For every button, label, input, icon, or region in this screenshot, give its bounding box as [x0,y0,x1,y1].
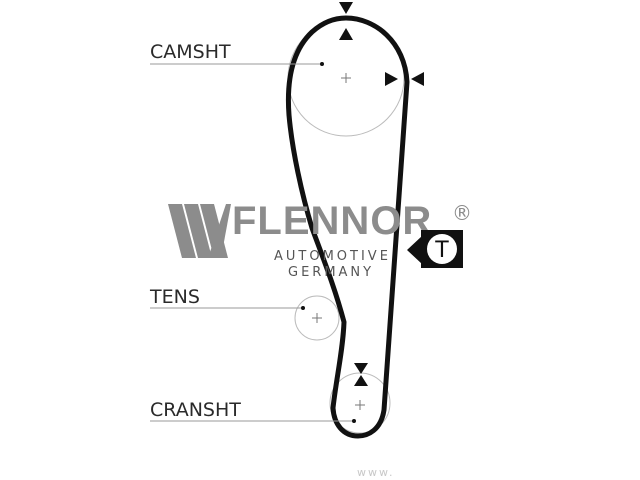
tensioner-pulley [294,295,340,341]
tensioner-badge-letter: T [434,238,449,263]
tensioner-badge-icon: T [407,230,463,268]
brand-name: FLENNOR [232,199,432,243]
brand-tagline-2: GERMANY [288,265,374,280]
timing-mark-icon [385,72,424,86]
timing-belt [285,15,410,439]
leader-dots [301,62,356,423]
registered-mark: ® [452,201,472,225]
crankshaft-label: CRANSHT [150,399,241,421]
leader-lines [150,63,354,422]
timing-mark-icon [354,363,368,386]
website-watermark: www. [357,466,394,479]
brand-logo-icon [168,204,231,258]
pulley-centres [312,73,365,410]
timing-mark-icon [339,2,353,40]
crankshaft-pulley [329,372,391,434]
tensioner-label: TENS [149,286,200,308]
brand-tagline-1: AUTOMOTIVE [274,249,391,264]
camshaft-label: CAMSHT [150,41,231,63]
